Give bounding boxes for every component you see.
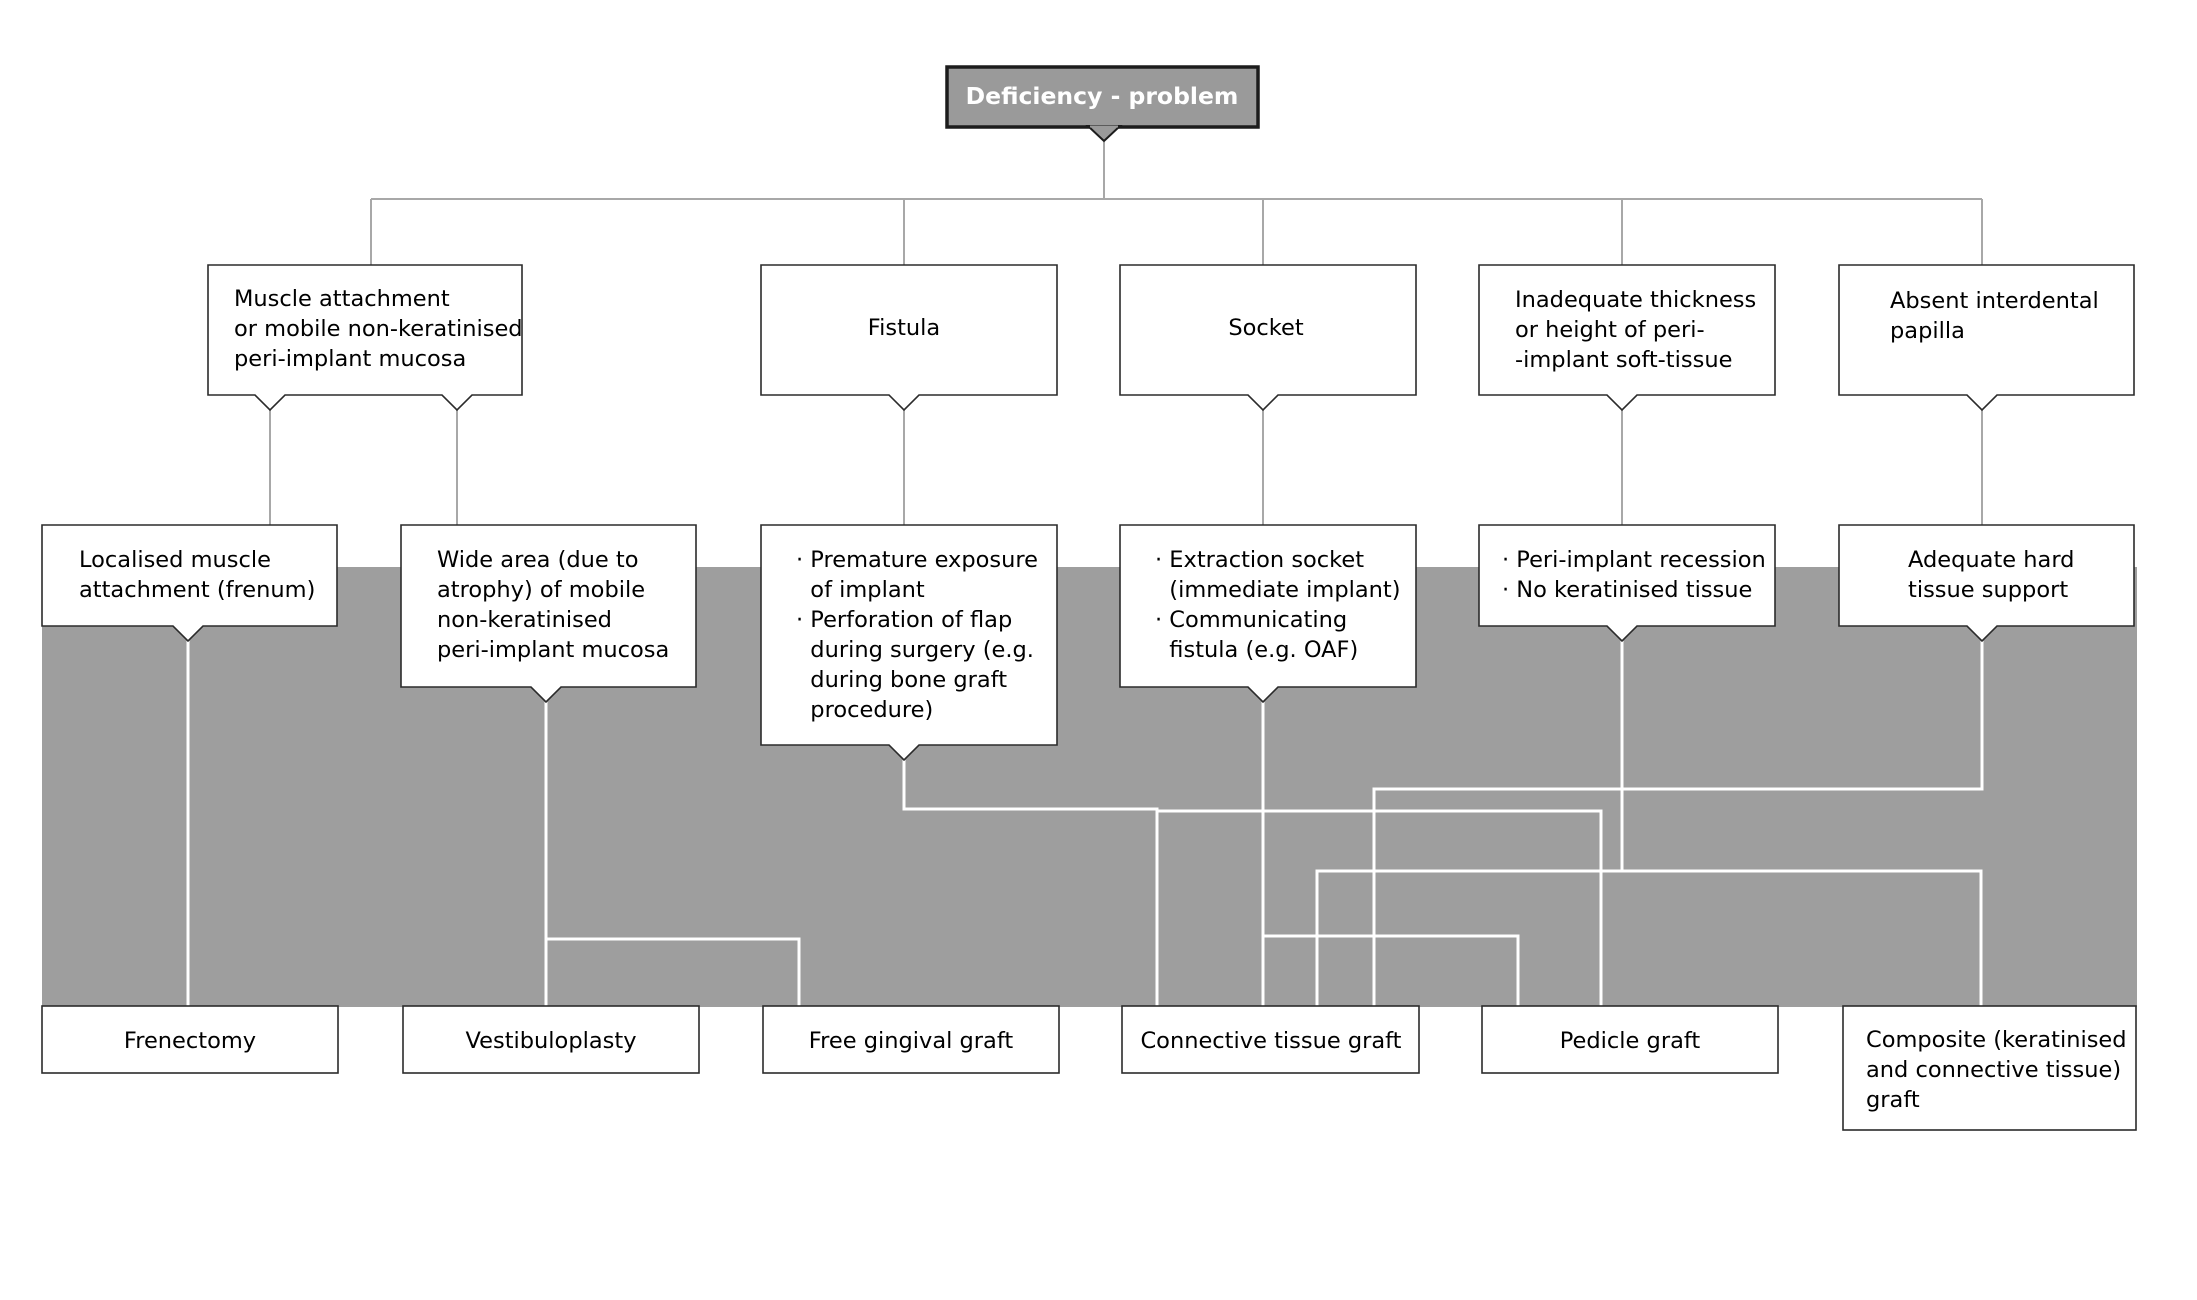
treatment-connective-text: Connective tissue graft (1140, 1028, 1401, 1054)
condition-box-localised: Localised muscle attachment (frenum) (41, 524, 338, 643)
treatment-frenectomy-text: Frenectomy (124, 1028, 256, 1054)
problem-papilla-text: Absent interdental papilla (1890, 288, 2106, 344)
treatment-composite-text: Composite (keratinised and connective ti… (1866, 1027, 2134, 1113)
problem-socket-text: Socket (1228, 315, 1303, 341)
grey-panel (42, 567, 2137, 1007)
problem-inadequate-line-1: Inadequate thickness (1515, 287, 1756, 313)
condition-box-recession: · Peri-implant recession · No keratinise… (1478, 524, 1776, 643)
condition-box-extraction: · Extraction socket (immediate implant) … (1119, 524, 1451, 704)
treatment-box-pedicle: Pedicle graft (1481, 1005, 1779, 1074)
treatment-pedicle-line-1: Pedicle graft (1560, 1028, 1701, 1054)
condition-extraction-line-4: fistula (e.g. OAF) (1155, 637, 1358, 663)
problem-muscle-text: Muscle attachment or mobile non-keratini… (234, 286, 530, 372)
condition-extraction-line-1: · Extraction socket (1155, 547, 1364, 573)
treatment-composite-line-2: and connective tissue) (1866, 1057, 2121, 1083)
condition-wide-area-line-1: Wide area (due to (437, 547, 639, 573)
treatment-composite-line-3: graft (1866, 1087, 1920, 1113)
problem-box-socket: Socket (1119, 264, 1417, 412)
treatment-connective-line-1: Connective tissue graft (1140, 1028, 1401, 1054)
problem-inadequate-line-3: -implant soft-tissue (1515, 347, 1732, 373)
treatment-box-connective: Connective tissue graft (1121, 1005, 1420, 1074)
condition-recession-text: · Peri-implant recession · No keratinise… (1502, 547, 1773, 603)
problem-papilla-line-1: Absent interdental (1890, 288, 2099, 314)
treatment-box-frenectomy: Frenectomy (41, 1005, 339, 1074)
problem-muscle-line-3: peri-implant mucosa (234, 346, 466, 372)
root-box: Deficiency - problem (945, 65, 1260, 143)
treatment-free-gingival-text: Free gingival graft (809, 1028, 1014, 1054)
condition-recession-line-1: · Peri-implant recession (1502, 547, 1766, 573)
treatment-box-free-gingival: Free gingival graft (762, 1005, 1060, 1074)
problem-fistula-text: Fistula (868, 315, 940, 341)
condition-extraction-text: · Extraction socket (immediate implant) … (1155, 547, 1451, 663)
condition-premature-line-5: during bone graft (796, 667, 1007, 693)
condition-box-hard-tissue: Adequate hard tissue support (1838, 524, 2135, 643)
condition-wide-area-line-3: non-keratinised (437, 607, 612, 633)
problem-inadequate-line-2: or height of peri- (1515, 317, 1705, 343)
condition-recession-line-2: · No keratinised tissue (1502, 577, 1752, 603)
condition-extraction-line-3: · Communicating (1155, 607, 1347, 633)
condition-premature-text: · Premature exposure of implant · Perfor… (796, 547, 1088, 723)
condition-wide-area-line-4: peri-implant mucosa (437, 637, 669, 663)
treatment-free-gingival-line-1: Free gingival graft (809, 1028, 1014, 1054)
condition-localised-text: Localised muscle attachment (frenum) (79, 547, 315, 603)
condition-premature-line-1: · Premature exposure (796, 547, 1038, 573)
problem-connectors (269, 410, 1983, 525)
problem-box-inadequate: Inadequate thickness or height of peri- … (1478, 264, 1776, 412)
condition-premature-line-6: procedure) (796, 697, 933, 723)
condition-extraction-line-2: (immediate implant) (1155, 577, 1401, 603)
problem-socket-line-1: Socket (1228, 315, 1303, 341)
treatment-frenectomy-line-1: Frenectomy (124, 1028, 256, 1054)
problem-box-fistula: Fistula (760, 264, 1058, 412)
condition-box-wide-area: Wide area (due to atrophy) of mobile non… (400, 524, 697, 704)
condition-hard-tissue-line-2: tissue support (1908, 577, 2068, 603)
condition-box-premature: · Premature exposure of implant · Perfor… (760, 524, 1088, 762)
condition-premature-line-3: · Perforation of flap (796, 607, 1012, 633)
problem-muscle-line-2: or mobile non-keratinised (234, 316, 523, 342)
condition-hard-tissue-text: Adequate hard tissue support (1908, 547, 2082, 603)
root-connectors (370, 142, 1983, 265)
condition-wide-area-line-2: atrophy) of mobile (437, 577, 645, 603)
root-label: Deficiency - problem (966, 82, 1239, 110)
condition-premature-line-4: during surgery (e.g. (796, 637, 1034, 663)
problem-papilla-line-2: papilla (1890, 318, 1965, 344)
condition-localised-line-1: Localised muscle (79, 547, 271, 573)
treatment-composite-line-1: Composite (keratinised (1866, 1027, 2127, 1053)
problem-box-papilla: Absent interdental papilla (1838, 264, 2135, 412)
problem-muscle-line-1: Muscle attachment (234, 286, 450, 312)
problem-box-muscle: Muscle attachment or mobile non-keratini… (207, 264, 530, 412)
treatment-box-composite: Composite (keratinised and connective ti… (1842, 1005, 2137, 1131)
treatment-box-vestibuloplasty: Vestibuloplasty (402, 1005, 700, 1074)
condition-premature-line-2: of implant (796, 577, 925, 603)
treatment-vestibuloplasty-line-1: Vestibuloplasty (465, 1028, 636, 1054)
condition-hard-tissue-line-1: Adequate hard (1908, 547, 2074, 573)
treatment-connectors (186, 641, 1984, 1006)
condition-wide-area-text: Wide area (due to atrophy) of mobile non… (437, 547, 669, 663)
problem-fistula-line-1: Fistula (868, 315, 940, 341)
condition-localised-line-2: attachment (frenum) (79, 577, 315, 603)
treatment-pedicle-text: Pedicle graft (1560, 1028, 1701, 1054)
problem-inadequate-text: Inadequate thickness or height of peri- … (1515, 287, 1763, 373)
treatment-vestibuloplasty-text: Vestibuloplasty (465, 1028, 636, 1054)
